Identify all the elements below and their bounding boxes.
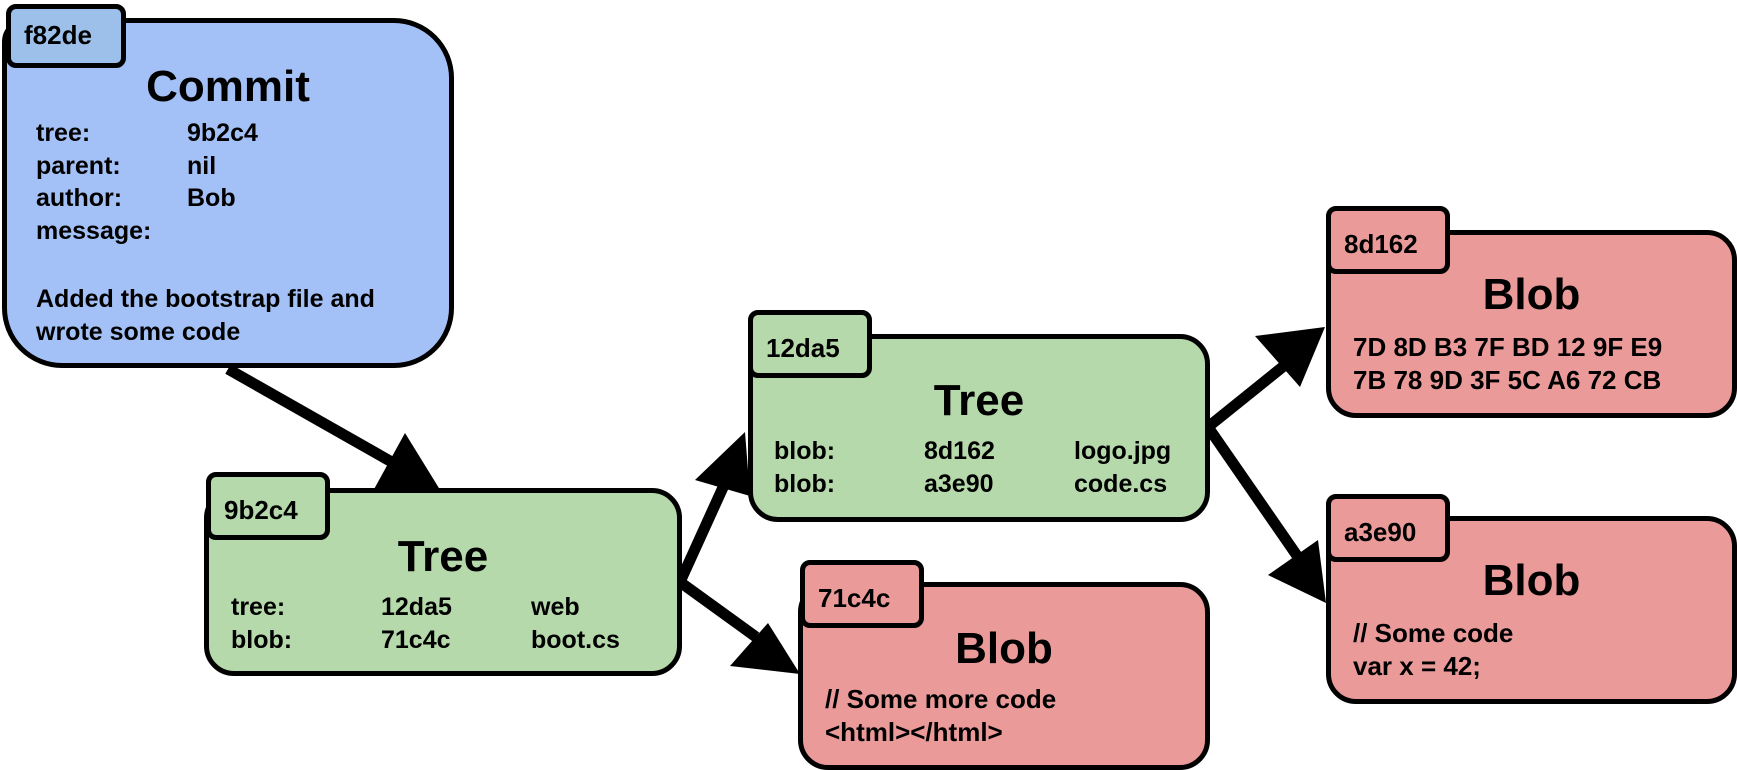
arrowhead-tree — [373, 433, 442, 493]
commit-message-line: Added the bootstrap file and — [36, 285, 375, 313]
commit-card: Commit tree: 9b2c4 parent: nil author: B… — [2, 18, 454, 368]
blob-logo-content: 7D 8D B3 7F BD 12 9F E9 7B 78 9D 3F 5C A… — [1353, 331, 1662, 397]
blob-code-title: Blob — [1482, 556, 1581, 605]
blob-logo-title: Blob — [1482, 270, 1581, 319]
tree-web-hash-tag: 12da5 — [748, 310, 872, 378]
tree-entry-row: blob: 8d162 logo.jpg — [774, 435, 1204, 468]
commit-message: Added the bootstrap file and wrote some … — [36, 283, 446, 348]
blob-content-line: 7B 78 9D 3F 5C A6 72 CB — [1353, 365, 1662, 395]
blob-content-line: // Some more code — [825, 684, 1057, 714]
blob-logo-hash-tag: 8d162 — [1326, 206, 1450, 274]
tree-web-title: Tree — [933, 376, 1025, 425]
commit-title: Commit — [146, 62, 310, 111]
arrowhead-blob-logo — [1255, 327, 1325, 387]
tree-root-card: Tree tree: 12da5 web blob: 71c4c boot.cs — [204, 488, 682, 676]
entry-name: boot.cs — [531, 625, 620, 654]
entry-hash: a3e90 — [924, 469, 994, 498]
blob-boot-content: // Some more code <html></html> — [825, 683, 1056, 749]
arrowhead-tree-web — [695, 432, 750, 496]
commit-hash-tag: f82de — [6, 4, 126, 68]
field-value: nil — [187, 151, 217, 180]
field-value: Bob — [187, 184, 236, 212]
tree-entry-row: blob: 71c4c boot.cs — [231, 624, 671, 657]
tree-entry-row: tree: 12da5 web — [231, 591, 671, 624]
entry-hash: 8d162 — [924, 437, 995, 465]
entry-hash: 12da5 — [381, 593, 452, 621]
entry-type: blob: — [231, 625, 293, 654]
blob-content-line: <html></html> — [825, 717, 1003, 747]
commit-field-row: parent: nil — [36, 150, 436, 183]
arrowhead-blob-boot — [730, 623, 800, 674]
commit-message-line: wrote some code — [36, 317, 241, 346]
field-key: parent: — [36, 151, 121, 180]
blob-boot-hash-tag: 71c4c — [800, 560, 924, 628]
field-key: author: — [36, 184, 123, 212]
arrow-tree-to-tree-web — [674, 469, 736, 585]
entry-hash: 71c4c — [381, 625, 451, 654]
arrow-tree-to-blob-boot — [676, 577, 760, 642]
blob-code-hash-tag: a3e90 — [1326, 494, 1450, 562]
blob-content-line: // Some code — [1353, 618, 1514, 648]
field-value: 9b2c4 — [187, 119, 258, 147]
commit-fields: tree: 9b2c4 parent: nil author: Bob mess… — [36, 117, 436, 247]
tree-root-title: Tree — [397, 532, 489, 581]
entry-name: code.cs — [1074, 469, 1168, 498]
blob-content-line: var x = 42; — [1353, 651, 1481, 681]
tree-root-hash-tag: 9b2c4 — [206, 472, 330, 540]
entry-type: tree: — [231, 593, 286, 621]
tree-web-card: Tree blob: 8d162 logo.jpg blob: a3e90 co… — [748, 334, 1210, 522]
entry-name: web — [531, 593, 580, 621]
commit-field-row: message: — [36, 215, 436, 248]
tree-entry-row: blob: a3e90 code.cs — [774, 468, 1204, 501]
blob-content-line: 7D 8D B3 7F BD 12 9F E9 — [1353, 332, 1663, 362]
entry-name: logo.jpg — [1074, 437, 1172, 465]
tree-web-entries: blob: 8d162 logo.jpg blob: a3e90 code.cs — [774, 435, 1204, 500]
arrow-commit-to-tree — [225, 364, 393, 466]
blob-boot-title: Blob — [955, 624, 1053, 673]
arrowhead-blob-code — [1268, 540, 1326, 603]
blob-code-content: // Some code var x = 42; — [1353, 617, 1513, 683]
field-key: message: — [36, 216, 152, 245]
field-key: tree: — [36, 119, 91, 147]
arrow-tree-web-to-blob-code — [1203, 423, 1305, 564]
entry-type: blob: — [774, 469, 836, 498]
blob-code-card: Blob // Some code var x = 42; — [1326, 516, 1737, 704]
tree-root-entries: tree: 12da5 web blob: 71c4c boot.cs — [231, 591, 671, 656]
commit-field-row: tree: 9b2c4 — [36, 117, 436, 150]
entry-type: blob: — [774, 437, 836, 465]
arrow-tree-web-to-blob-logo — [1204, 352, 1299, 432]
commit-field-row: author: Bob — [36, 182, 436, 215]
